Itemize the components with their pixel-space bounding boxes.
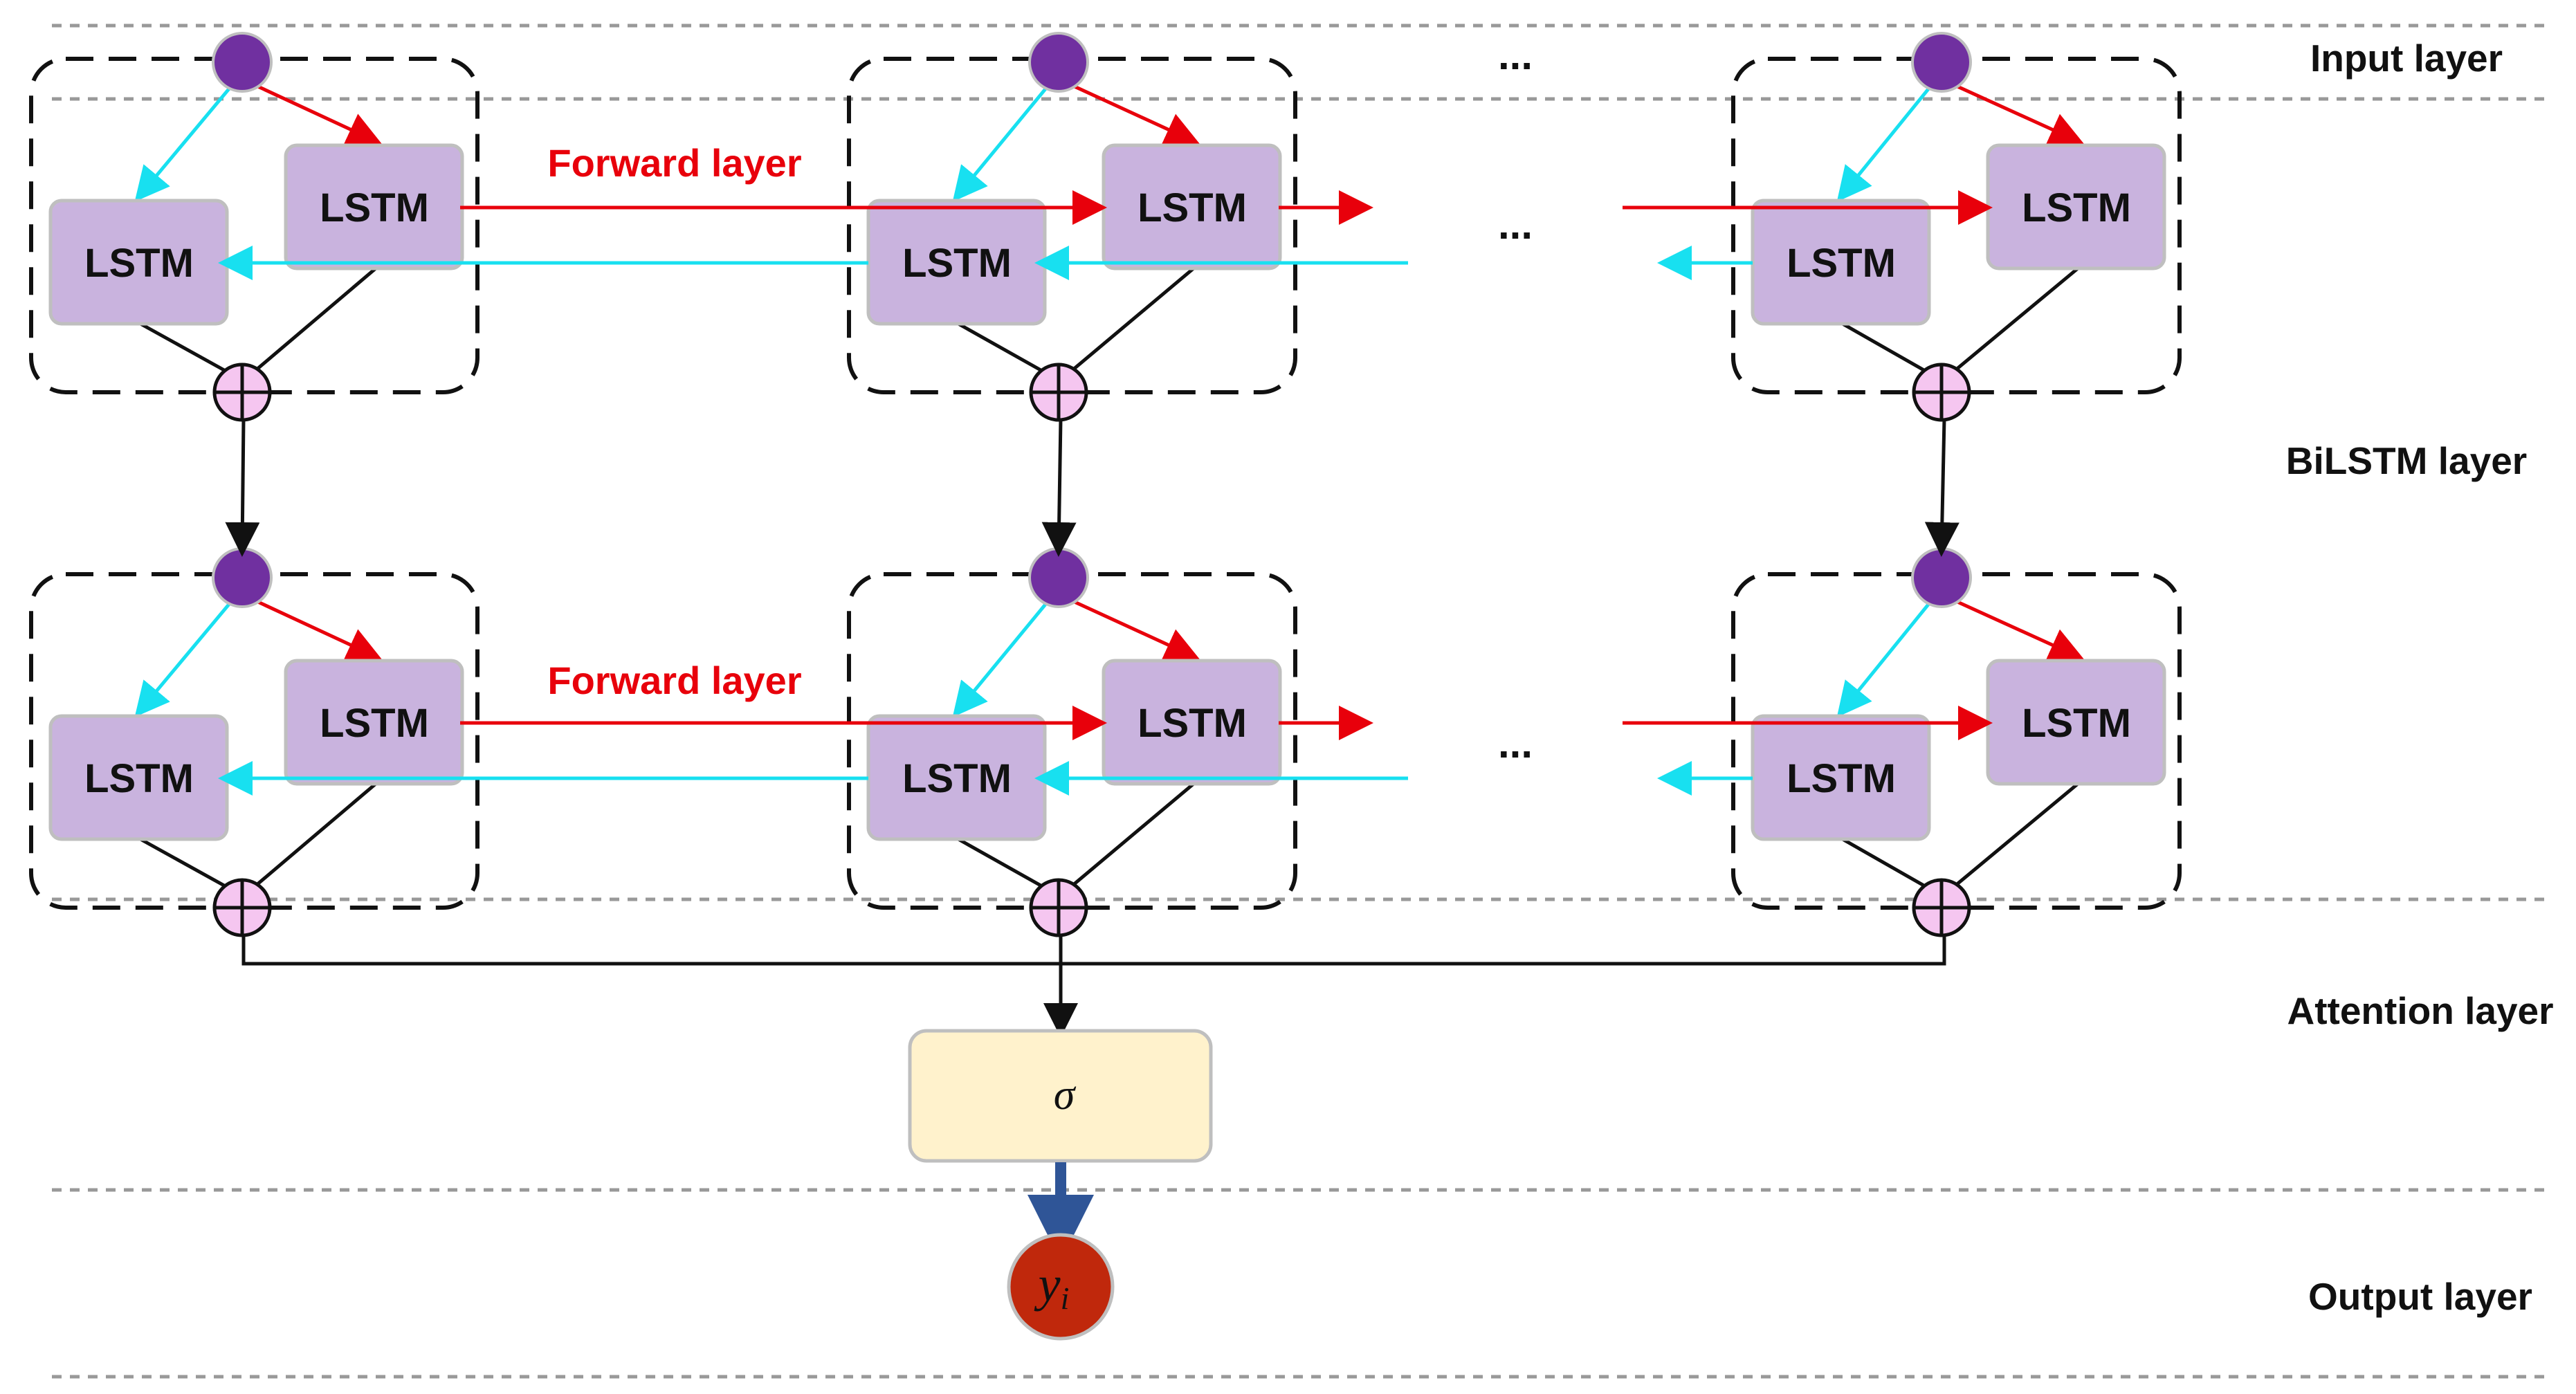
input-to-forward-cell xyxy=(1948,81,2085,146)
backward-to-sum xyxy=(139,837,238,895)
output-circle xyxy=(1007,1233,1115,1341)
output-node: yi xyxy=(1007,1233,1115,1341)
bilstm-unit-1-1: LSTM LSTM xyxy=(29,32,479,422)
input-node xyxy=(1911,547,1972,608)
input-to-forward-cell xyxy=(1066,81,1200,146)
forward-to-sum xyxy=(1063,782,1195,894)
lstm-cell-backward-label: LSTM xyxy=(902,241,1012,286)
input-to-backward-cell xyxy=(134,82,235,202)
bilstm-layer-label: BiLSTM layer xyxy=(2286,439,2527,482)
lstm-cell-forward-label: LSTM xyxy=(320,701,429,746)
lstm-cell-forward-label: LSTM xyxy=(1138,701,1247,746)
attention-layer-label: Attention layer xyxy=(2287,989,2553,1032)
lstm-cell-backward-label: LSTM xyxy=(1787,241,1896,286)
recurrent-arrows xyxy=(218,190,1993,280)
input-node xyxy=(1911,32,1972,93)
collector-line xyxy=(241,934,1946,966)
lstm-cell-backward-label: LSTM xyxy=(902,756,1012,801)
sum-node xyxy=(212,363,272,422)
bilstm-unit-2-2: LSTM LSTM xyxy=(847,547,1297,937)
row-connectors xyxy=(225,418,1960,557)
layer-separators xyxy=(52,24,2546,1379)
input-to-backward-cell xyxy=(1836,597,1935,717)
sum-node xyxy=(1029,878,1088,937)
input-node xyxy=(1028,547,1089,608)
input-to-backward-cell xyxy=(1836,82,1935,202)
input-to-backward-cell xyxy=(952,82,1052,202)
input-node xyxy=(1028,32,1089,93)
input-to-forward-cell xyxy=(249,81,383,145)
bilstm-row-2: LSTM LSTM LSTM LSTM LSTM LSTM xyxy=(29,547,2182,937)
input-to-forward-cell xyxy=(1066,596,1200,661)
lstm-cell-backward-label: LSTM xyxy=(84,756,194,801)
attention-collector xyxy=(241,934,1946,1038)
forward-layer-label-2: Forward layer xyxy=(547,659,801,702)
bilstm-unit-2-1: LSTM LSTM xyxy=(29,547,479,937)
bilstm-unit-1-2: LSTM LSTM xyxy=(847,32,1297,422)
lstm-cell-forward-label: LSTM xyxy=(2022,185,2131,230)
backward-to-sum xyxy=(1841,837,1937,895)
lstm-cell-forward-label: LSTM xyxy=(1138,185,1247,230)
input-node xyxy=(212,32,273,93)
bilstm-unit-2-3: LSTM LSTM xyxy=(1731,547,2182,937)
lstm-cell-forward-label: LSTM xyxy=(320,185,429,230)
sum-node xyxy=(1912,363,1971,422)
input-to-backward-cell xyxy=(134,597,235,717)
forward-to-sum xyxy=(246,782,377,894)
recurrent-arrows xyxy=(218,706,1993,796)
attention-node: σ xyxy=(908,1029,1213,1163)
sum-node xyxy=(212,878,272,937)
input-node xyxy=(212,547,273,608)
backward-to-sum xyxy=(957,322,1054,379)
backward-to-sum xyxy=(957,837,1054,895)
attention-box xyxy=(908,1029,1213,1163)
forward-to-sum xyxy=(1946,782,2079,894)
ellipsis-input: ... xyxy=(1498,32,1533,78)
bilstm-row-1: LSTM LSTM LSTM LSTM LSTM LSTM xyxy=(29,32,2182,422)
forward-to-sum xyxy=(1946,267,2079,378)
sum-node xyxy=(1912,878,1971,937)
backward-to-sum xyxy=(139,322,238,379)
lstm-cell-backward-label: LSTM xyxy=(1787,756,1896,801)
ellipsis-row-1: ... xyxy=(1498,201,1533,248)
lstm-cell-forward-label: LSTM xyxy=(2022,701,2131,746)
attention-sigma: σ xyxy=(1054,1072,1077,1119)
forward-layer-label-1: Forward layer xyxy=(547,141,801,185)
input-layer-label: Input layer xyxy=(2310,37,2503,80)
forward-to-sum xyxy=(246,267,377,378)
forward-to-sum xyxy=(1063,267,1195,378)
row-connector-3 xyxy=(1924,418,1960,557)
lstm-cell-backward-label: LSTM xyxy=(84,241,194,286)
sum-node xyxy=(1029,363,1088,422)
row-connector-1 xyxy=(225,418,260,557)
input-to-forward-cell xyxy=(1948,596,2085,661)
output-symbol: yi xyxy=(1034,1256,1070,1316)
ellipsis-row-2: ... xyxy=(1498,720,1533,767)
bilstm-unit-1-3: LSTM LSTM xyxy=(1731,32,2182,422)
row-connector-2 xyxy=(1041,418,1077,557)
output-layer-label: Output layer xyxy=(2308,1275,2532,1318)
backward-to-sum xyxy=(1841,322,1937,379)
input-to-forward-cell xyxy=(249,596,383,661)
input-to-backward-cell xyxy=(952,597,1052,717)
